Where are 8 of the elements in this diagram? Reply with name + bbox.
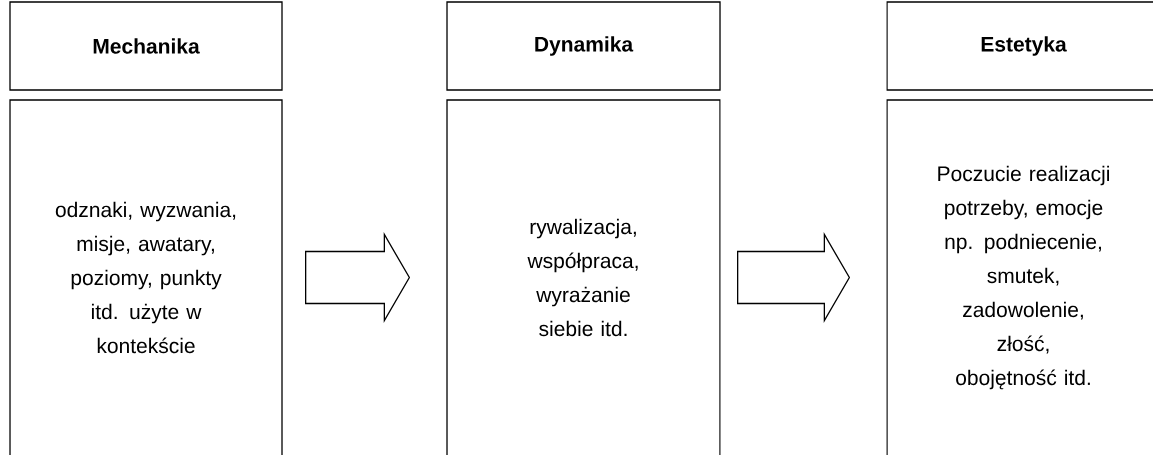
heading-box: Dynamika (446, 1, 721, 91)
heading-box: Mechanika (9, 1, 283, 91)
text-box: odznaki, wyzwania, misje, awatary, poziomy, punkty itd. użyte w kontekście (9, 99, 283, 455)
text-box: rywalizacja, współpraca, wyrażanie siebie itd. (446, 99, 721, 455)
block-arrow (305, 232, 411, 323)
heading-box: Estetyka (886, 1, 1153, 91)
text-box: Poczucie realizacji potrzeby, emocje np. podniecenie, smutek, zadowolenie, złość, obojętność itd. (886, 99, 1153, 455)
block-arrow (737, 232, 851, 323)
